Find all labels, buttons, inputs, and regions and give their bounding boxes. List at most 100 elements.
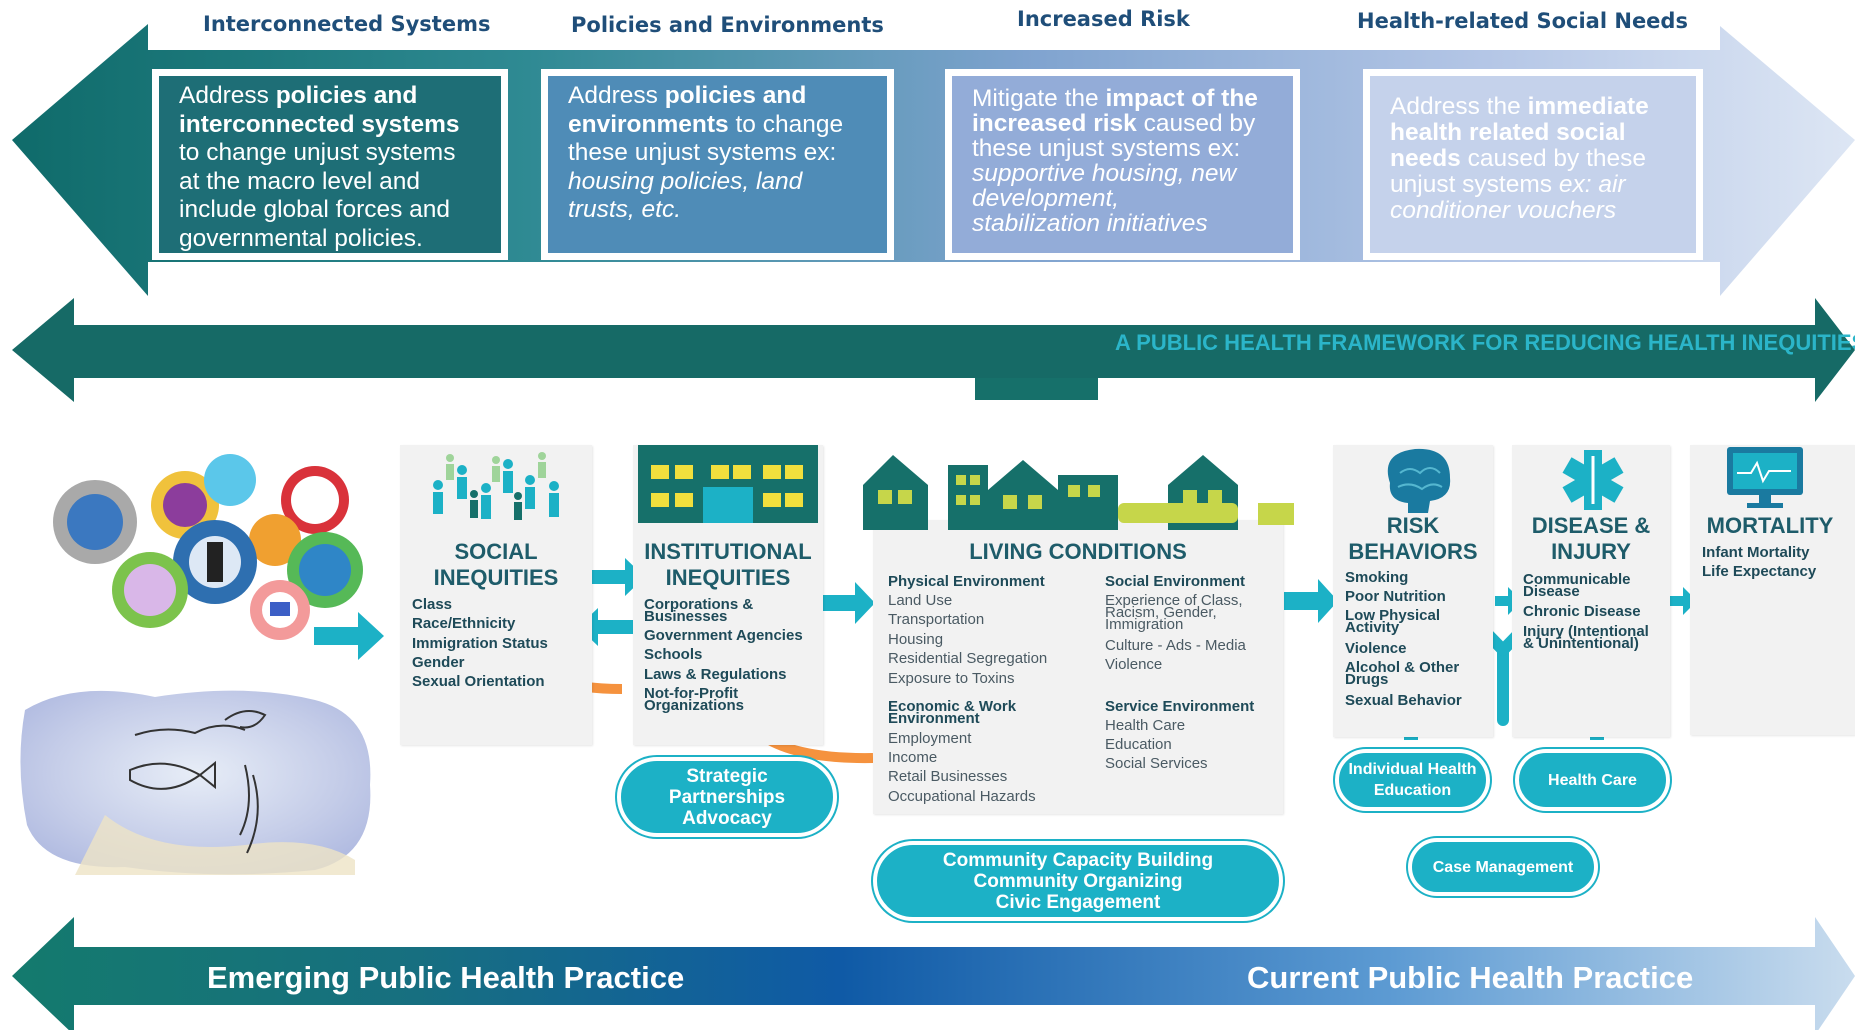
mortality-title: MORTALITY bbox=[1706, 513, 1834, 538]
brain-icon bbox=[1387, 448, 1451, 513]
physical-env-heading: Physical Environment bbox=[888, 573, 1045, 590]
practice-emerging-label: Emerging Public Health Practice bbox=[207, 960, 685, 995]
social-env-heading: Social Environment bbox=[1105, 573, 1246, 590]
top-box-text-run: Address bbox=[179, 82, 276, 109]
panel-living-conditions bbox=[873, 520, 1283, 814]
top-box-text-run: conditioner vouchers bbox=[1390, 197, 1617, 224]
institutional-item: Businesses bbox=[644, 608, 728, 625]
top-box-line: development, bbox=[972, 186, 1273, 211]
top-box-line: governmental policies. bbox=[179, 225, 481, 254]
top-col-title-2: Policies and Environments bbox=[571, 13, 884, 37]
living-item: Culture - Ads - Media bbox=[1105, 637, 1246, 654]
living-item: Violence bbox=[1105, 656, 1163, 673]
pill-community-capacity: Community Capacity Building Community Or… bbox=[873, 841, 1283, 921]
town-icon bbox=[863, 455, 1294, 530]
top-box-line: supportive housing, new bbox=[972, 161, 1273, 186]
living-item: Retail Businesses bbox=[888, 768, 1008, 785]
living-item: Transportation bbox=[888, 611, 985, 628]
social-item: Immigration Status bbox=[412, 635, 548, 652]
top-box-line: stabilization initiatives bbox=[972, 211, 1273, 236]
institutional-item: Schools bbox=[644, 646, 703, 663]
stream-band bbox=[12, 298, 1855, 402]
top-col-title-4: Health-related Social Needs bbox=[1357, 9, 1688, 33]
band-groundwater: GROUNDWATER bbox=[88, 396, 357, 433]
institutional-item: Government Agencies bbox=[644, 627, 803, 644]
social-title-line2: INEQUITIES bbox=[433, 565, 559, 590]
disease-item: & Unintentional) bbox=[1523, 635, 1639, 652]
risk-item: Activity bbox=[1345, 619, 1400, 636]
top-box-text-run: these unjust systems ex: bbox=[972, 135, 1241, 162]
pill-line: Case Management bbox=[1432, 858, 1574, 876]
pill-line: Individual Health bbox=[1348, 761, 1477, 778]
disease-title-line2: INJURY bbox=[1551, 539, 1631, 564]
institution-building-icon bbox=[638, 445, 818, 523]
practice-band bbox=[12, 917, 1855, 1030]
pill-line: Partnerships bbox=[668, 786, 786, 808]
economic-env-heading: Environment bbox=[888, 710, 980, 727]
top-box-text-run: development, bbox=[972, 185, 1120, 212]
pill-line: Civic Engagement bbox=[995, 891, 1161, 913]
disease-item: Communicable bbox=[1523, 571, 1631, 588]
disease-item: Injury (Intentional bbox=[1523, 623, 1649, 640]
living-item: Exposure to Toxins bbox=[888, 670, 1015, 687]
pill-line: Community Organizing bbox=[973, 870, 1183, 892]
top-box-text-run: Mitigate the bbox=[972, 85, 1106, 112]
top-box-text-run: include global forces and bbox=[179, 196, 451, 223]
top-col-title-3: Increased Risk bbox=[1017, 7, 1190, 31]
institutional-item: Organizations bbox=[644, 697, 745, 714]
top-box-text-run: housing policies, land bbox=[568, 167, 803, 195]
economic-env-heading: Economic & Work bbox=[888, 698, 1017, 715]
pill-case-management: Case Management bbox=[1408, 838, 1598, 896]
living-item: Social Services bbox=[1105, 755, 1208, 772]
top-box-text-run: stabilization initiatives bbox=[972, 210, 1208, 237]
top-box-line: unjust systems ex: air bbox=[1390, 172, 1676, 198]
social-item: Gender bbox=[412, 654, 465, 671]
top-box-text-run: Address bbox=[568, 82, 665, 109]
top-box-line: increased risk caused by bbox=[972, 111, 1273, 136]
living-item: Education bbox=[1105, 736, 1172, 753]
pill-line: Education bbox=[1373, 782, 1452, 799]
pill-health-care: Health Care bbox=[1515, 749, 1670, 811]
arrow-living-to-risk bbox=[1284, 579, 1338, 623]
top-box-line: these unjust systems ex: bbox=[972, 136, 1273, 161]
risk-item: Sexual Behavior bbox=[1345, 692, 1462, 709]
top-box-line: conditioner vouchers bbox=[1390, 198, 1676, 224]
social-item: Race/Ethnicity bbox=[412, 615, 516, 632]
top-box-text-run: immediate bbox=[1527, 93, 1649, 120]
social-title-line1: SOCIAL bbox=[454, 539, 538, 564]
mortality-item: Life Expectancy bbox=[1702, 563, 1817, 580]
top-box-text-run: to change unjust systems bbox=[179, 139, 456, 166]
top-box-text-run: caused by these bbox=[1460, 145, 1647, 172]
arrow-groundwater-to-social bbox=[314, 612, 384, 660]
top-box-text-run: Address the bbox=[1390, 93, 1528, 120]
risk-title-line2: BEHAVIORS bbox=[1348, 539, 1478, 564]
risk-item: Drugs bbox=[1345, 671, 1389, 688]
arrow-disease-to-mortality bbox=[1670, 587, 1697, 615]
top-col-title-1: Interconnected Systems bbox=[203, 12, 491, 36]
pill-individual-health-education: Individual Health Education bbox=[1335, 749, 1490, 811]
top-box-line: housing policies, land bbox=[568, 168, 867, 197]
band-upstream: UPSTREAM bbox=[512, 396, 702, 433]
risk-item: Violence bbox=[1345, 640, 1407, 657]
top-box-text-run: supportive housing, new bbox=[972, 160, 1237, 187]
top-box-text-run: policies and bbox=[275, 82, 418, 109]
pill-line: Health Care bbox=[1548, 771, 1637, 789]
top-box-text-run: these unjust systems ex: bbox=[568, 139, 837, 166]
arrow-institutional-to-living bbox=[822, 582, 875, 624]
living-title: LIVING CONDITIONS bbox=[969, 539, 1187, 564]
top-box-line: Address policies and bbox=[179, 82, 481, 111]
pill-strategic-partnerships: Strategic Partnerships Advocacy bbox=[617, 757, 837, 837]
top-box-text-run: interconnected systems bbox=[179, 110, 460, 138]
top-box-line: health related social bbox=[1390, 120, 1676, 146]
top-box-line: include global forces and bbox=[179, 196, 481, 225]
living-item: Experience of Class, bbox=[1105, 592, 1243, 609]
top-box-text-run: impact of the bbox=[1105, 85, 1258, 112]
top-box-line: to change unjust systems bbox=[179, 139, 481, 168]
living-item: Immigration bbox=[1105, 616, 1184, 633]
social-item: Class bbox=[412, 596, 453, 613]
pill-line: Community Capacity Building bbox=[942, 849, 1214, 871]
top-box-line: trusts, etc. bbox=[568, 196, 867, 225]
top-box-text-run: policies and bbox=[664, 82, 807, 109]
disease-title-line1: DISEASE & bbox=[1531, 513, 1651, 538]
